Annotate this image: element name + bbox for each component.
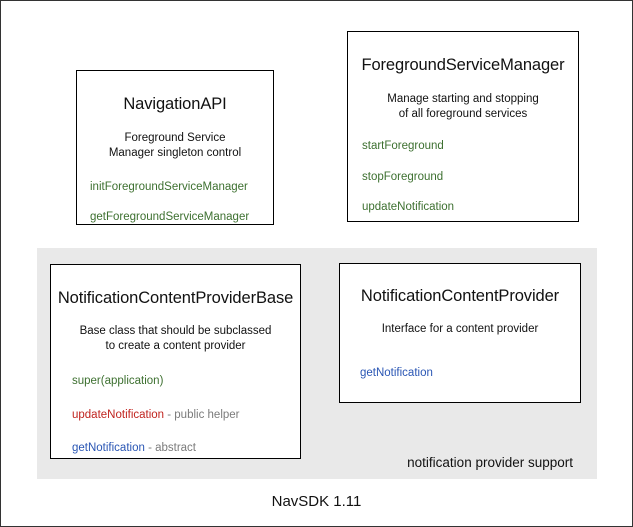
- class-description-line: to create a content provider: [105, 339, 246, 352]
- class-title: NotificationContentProvider: [360, 287, 560, 305]
- method-item: getForegroundServiceManager: [90, 210, 273, 224]
- class-title: NotificationContentProviderBase: [57, 289, 294, 307]
- class-description-line: Foreground Service: [124, 132, 226, 144]
- method-list: super(application) updateNotification - …: [51, 376, 300, 455]
- method-item: super(application): [72, 376, 300, 388]
- method-list: getNotification: [340, 366, 580, 380]
- class-description-line: Manager singleton control: [108, 146, 242, 159]
- class-description: Interface for a content provider: [340, 322, 580, 337]
- method-item: getNotification - abstract: [72, 443, 300, 455]
- method-name: getNotification: [360, 366, 433, 379]
- method-list: startForeground stopForeground updateNot…: [348, 141, 578, 214]
- class-description-line: Manage starting and stopping: [387, 93, 539, 105]
- class-title: ForegroundServiceManager: [361, 56, 565, 74]
- class-description: Foreground Service Manager singleton con…: [77, 131, 273, 160]
- method-name: startForeground: [362, 140, 444, 153]
- class-description-line: Base class that should be subclassed: [79, 325, 272, 337]
- method-name: getForegroundServiceManager: [90, 210, 250, 223]
- class-description-line: Interface for a content provider: [381, 323, 539, 335]
- class-box-foreground-service-manager[interactable]: ForegroundServiceManager Manage starting…: [347, 31, 579, 222]
- method-item: startForeground: [362, 141, 578, 153]
- method-name: stopForeground: [362, 170, 444, 183]
- method-item: initForegroundServiceManager: [90, 182, 273, 194]
- group-label: notification provider support: [407, 455, 573, 470]
- class-description: Base class that should be subclassed to …: [51, 324, 300, 353]
- method-note: - abstract: [144, 442, 197, 455]
- method-name: updateNotification: [72, 408, 165, 421]
- method-name: initForegroundServiceManager: [90, 181, 248, 194]
- diagram-caption: NavSDK 1.11: [271, 493, 362, 510]
- method-item: updateNotification: [362, 202, 578, 214]
- class-box-navigation-api[interactable]: NavigationAPI Foreground Service Manager…: [76, 70, 274, 225]
- method-note: - public helper: [164, 408, 240, 421]
- method-list: initForegroundServiceManager getForegrou…: [77, 182, 273, 223]
- method-item: updateNotification - public helper: [72, 408, 300, 422]
- method-item: stopForeground: [362, 170, 578, 184]
- class-box-notification-content-provider-base[interactable]: NotificationContentProviderBase Base cla…: [50, 264, 301, 459]
- class-title: NavigationAPI: [123, 95, 227, 113]
- method-name: updateNotification: [362, 201, 455, 214]
- class-description: Manage starting and stopping of all fore…: [348, 92, 578, 121]
- method-name: getNotification: [72, 442, 145, 455]
- class-box-notification-content-provider[interactable]: NotificationContentProvider Interface fo…: [339, 263, 581, 403]
- method-item: getNotification: [360, 366, 580, 380]
- class-description-line: of all foreground services: [398, 107, 528, 120]
- method-name: super(application): [72, 375, 164, 388]
